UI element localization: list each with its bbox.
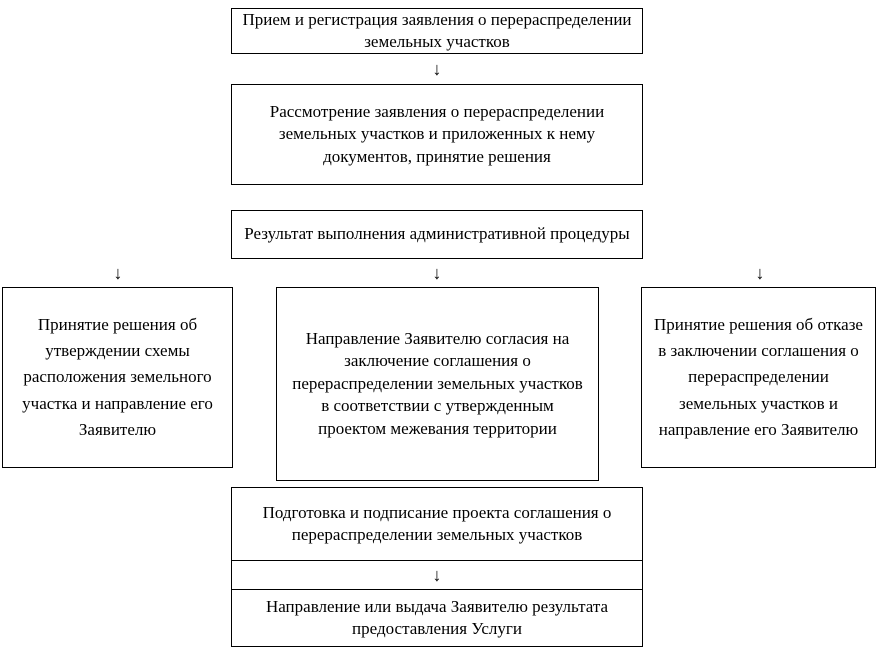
down-arrow-icon: ↓ <box>231 560 643 590</box>
box-send-consent-agreement: Направление Заявителю согласия на заключ… <box>276 287 599 481</box>
box-deliver-service-result: Направление или выдача Заявителю результ… <box>231 589 643 647</box>
down-arrow-icon: ↓ <box>755 263 765 283</box>
down-arrow-icon: ↓ <box>113 263 123 283</box>
down-arrow-icon: ↓ <box>432 58 442 79</box>
down-arrow-icon: ↓ <box>432 263 442 283</box>
box-review-application: Рассмотрение заявления о перераспределен… <box>231 84 643 185</box>
box-reception-registration: Прием и регистрация заявления о перерасп… <box>231 8 643 54</box>
box-decision-approve-scheme: Принятие решения об утверждении схемы ра… <box>2 287 233 468</box>
box-prepare-sign-agreement: Подготовка и подписание проекта соглашен… <box>231 487 643 561</box>
box-decision-refuse-agreement: Принятие решения об отказе в заключении … <box>641 287 876 468</box>
box-procedure-result: Результат выполнения административной пр… <box>231 210 643 259</box>
